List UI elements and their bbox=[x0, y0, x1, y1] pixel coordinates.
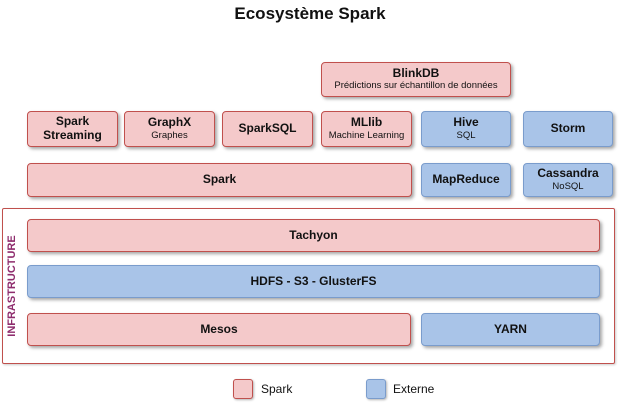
yarn-box: YARN bbox=[421, 313, 600, 346]
spark-streaming-box: Spark Streaming bbox=[27, 111, 118, 147]
storm-box: Storm bbox=[523, 111, 613, 147]
mllib-box: MLlib Machine Learning bbox=[321, 111, 412, 147]
yarn-name: YARN bbox=[494, 321, 527, 336]
graphx-box: GraphX Graphes bbox=[124, 111, 215, 147]
cassandra-name: Cassandra bbox=[537, 166, 599, 181]
sparksql-name: SparkSQL bbox=[238, 121, 297, 136]
mapreduce-name: MapReduce bbox=[432, 172, 500, 187]
mllib-name: MLlib bbox=[350, 115, 383, 130]
cassandra-desc: NoSQL bbox=[552, 180, 584, 192]
legend-spark-swatch bbox=[233, 379, 253, 399]
spark-streaming-name: Spark Streaming bbox=[43, 114, 102, 142]
mapreduce-box: MapReduce bbox=[421, 163, 511, 197]
hive-box: Hive SQL bbox=[421, 111, 511, 147]
graphx-name: GraphX bbox=[147, 115, 192, 130]
infrastructure-label: INFRASTRUCTURE bbox=[6, 235, 18, 337]
legend-spark-label: Spark bbox=[261, 382, 293, 396]
hive-name: Hive bbox=[453, 115, 479, 130]
blinkdb-box: BlinkDB Prédictions sur échantillon de d… bbox=[321, 62, 511, 97]
legend-externe-label: Externe bbox=[393, 382, 435, 396]
blinkdb-desc: Prédictions sur échantillon de données bbox=[334, 80, 498, 92]
cassandra-box: Cassandra NoSQL bbox=[523, 163, 613, 197]
sparksql-box: SparkSQL bbox=[222, 111, 313, 147]
diagram-title: Ecosystème Spark bbox=[234, 4, 386, 23]
mllib-desc: Machine Learning bbox=[328, 129, 405, 141]
tachyon-box: Tachyon bbox=[27, 219, 600, 252]
tachyon-name: Tachyon bbox=[289, 227, 338, 242]
legend-externe-swatch bbox=[366, 379, 386, 399]
hive-desc: SQL bbox=[456, 129, 476, 141]
hdfs-name: HDFS - S3 - GlusterFS bbox=[250, 273, 377, 288]
spark-name: Spark bbox=[202, 172, 237, 187]
blinkdb-name: BlinkDB bbox=[392, 65, 440, 80]
spark-box: Spark bbox=[27, 163, 412, 197]
mesos-box: Mesos bbox=[27, 313, 411, 346]
infrastructure-group bbox=[2, 208, 615, 364]
hdfs-box: HDFS - S3 - GlusterFS bbox=[27, 265, 600, 298]
mesos-name: Mesos bbox=[200, 321, 238, 336]
graphx-desc: Graphes bbox=[151, 129, 188, 141]
storm-name: Storm bbox=[550, 121, 586, 136]
